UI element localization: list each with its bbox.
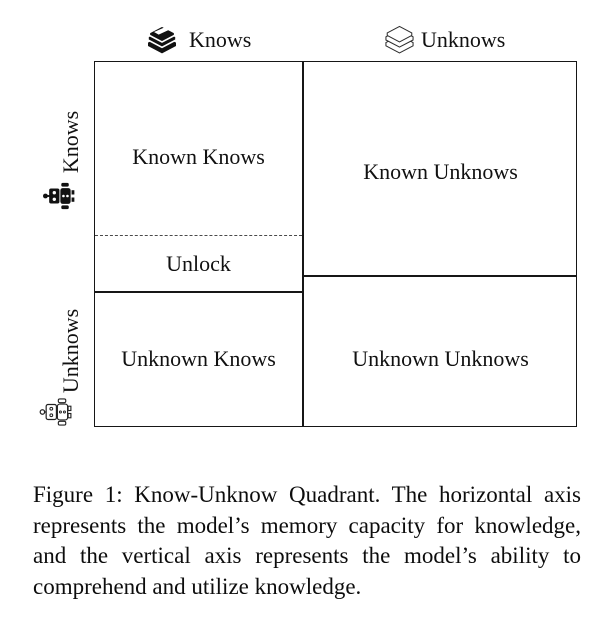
caption-line: Figure 1: Know-Unknow Quadrant. The hori…	[33, 482, 581, 507]
quadrant-box: Known Knows Unlock Known Unknows Unknown…	[94, 61, 577, 427]
left-axis-knows-label: Knows	[58, 110, 83, 174]
caption-line: and the vertical axis represents the mod…	[33, 543, 581, 569]
books-filled-icon	[146, 24, 178, 56]
quadrant-unlock-label: Unlock	[166, 251, 231, 276]
unlock-dashed-divider	[95, 235, 302, 236]
left-horizontal-divider	[95, 291, 304, 293]
vertical-divider	[302, 62, 304, 426]
right-horizontal-divider	[303, 275, 576, 277]
figure-caption: Figure 1: Know-Unknow Quadrant. The hori…	[33, 480, 581, 602]
quadrant-unknown-unknows-label: Unknown Unknows	[352, 346, 529, 371]
books-outline-icon	[384, 24, 415, 56]
robot-outline-icon	[39, 398, 78, 426]
quadrant-known-knows-label: Known Knows	[132, 144, 265, 169]
quadrant-unknown-knows-label: Unknown Knows	[121, 346, 276, 371]
caption-line: comprehend and utilize knowledge.	[33, 573, 362, 599]
left-axis-unknows-label: Unknows	[58, 308, 83, 394]
top-axis-knows-label: Knows	[189, 27, 252, 52]
robot-filled-icon	[42, 182, 81, 210]
caption-line: represents the model’s memory capacity f…	[33, 512, 581, 538]
top-axis-unknows-label: Unknows	[421, 27, 506, 52]
quadrant-known-unknows-label: Known Unknows	[363, 159, 518, 184]
